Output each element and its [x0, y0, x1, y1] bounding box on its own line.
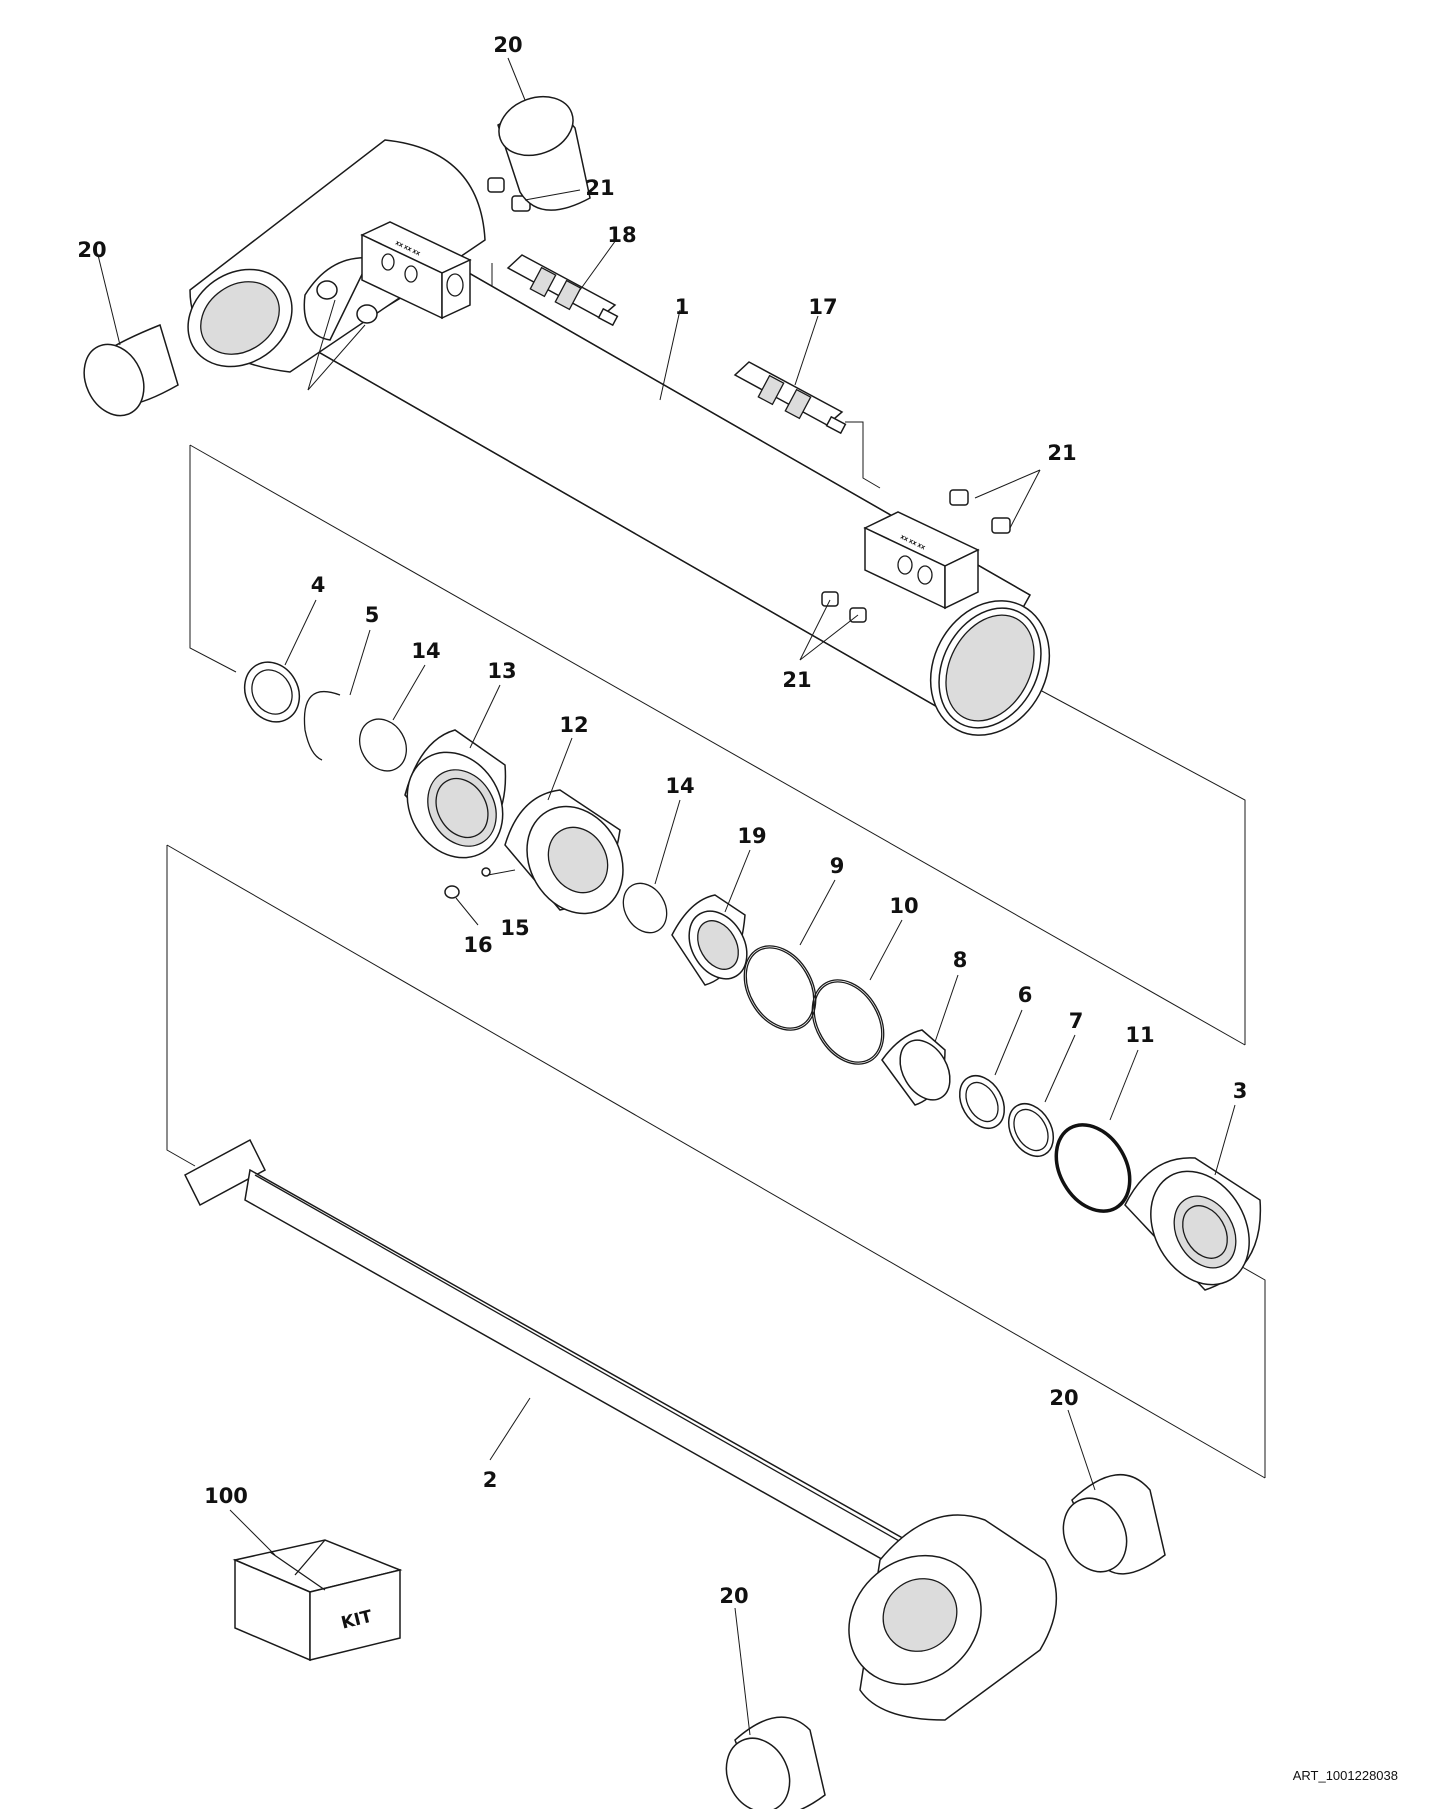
callout-20-top: 20 [493, 33, 522, 57]
cartridge-valve-18 [506, 254, 619, 327]
callout-6: 6 [1018, 983, 1033, 1007]
barrel-end-cap [929, 600, 1051, 736]
backup-ring-7 [1007, 1103, 1055, 1157]
fitting-21-e [949, 489, 969, 506]
wiper-6 [958, 1075, 1006, 1129]
fitting-21-a [487, 177, 505, 193]
callout-19: 19 [737, 824, 766, 848]
drawing-reference: ART_1001228038 [1293, 1768, 1398, 1783]
ring-5 [303, 690, 341, 761]
callout-13: 13 [487, 659, 516, 683]
o-ring-14-b [622, 882, 668, 934]
fitting-21-d [316, 280, 338, 300]
pin-bushing-top [497, 95, 591, 211]
callout-labels: 20 21 18 20 1 17 21 21 4 5 14 13 12 14 1… [77, 33, 1247, 1608]
callout-10: 10 [889, 894, 918, 918]
lower-valve-block: XX XX XX [863, 511, 980, 610]
o-ring-11 [1054, 1123, 1132, 1213]
bushing-8 [881, 1029, 951, 1106]
callout-100: 100 [204, 1484, 248, 1508]
callout-7: 7 [1069, 1009, 1084, 1033]
barrel-tube [187, 139, 1051, 736]
o-ring-14-a [358, 718, 408, 772]
kit-box: KIT [232, 1539, 403, 1662]
callout-14-a: 14 [411, 639, 440, 663]
piston-13 [404, 729, 507, 859]
callout-20-lower-left: 20 [719, 1584, 748, 1608]
callout-11: 11 [1125, 1023, 1154, 1047]
barrel-base-cylinder [187, 139, 486, 373]
cartridge-valve-17 [733, 361, 847, 435]
callout-20-lower-right: 20 [1049, 1386, 1078, 1410]
callout-3: 3 [1233, 1079, 1248, 1103]
seal-4 [243, 661, 301, 723]
ball-15 [481, 867, 491, 877]
callout-8: 8 [953, 948, 968, 972]
callout-20-left: 20 [77, 238, 106, 262]
o-ring-10 [811, 979, 885, 1065]
callout-18: 18 [607, 223, 636, 247]
callout-1: 1 [675, 295, 690, 319]
pin-bushing-lower-left [725, 1716, 826, 1809]
pin-bushing-lower-right [1062, 1473, 1166, 1575]
callout-2: 2 [483, 1468, 498, 1492]
callout-9: 9 [830, 854, 845, 878]
fitting-21-c [356, 304, 378, 324]
gland-3 [1124, 1157, 1262, 1291]
callout-15: 15 [500, 916, 529, 940]
callout-21-top: 21 [585, 176, 614, 200]
callout-21-right-top: 21 [1047, 441, 1076, 465]
upper-valve-block: XX XX XX [360, 221, 472, 320]
callout-16: 16 [463, 933, 492, 957]
leader-lines [97, 57, 1236, 1736]
set-screw-16 [444, 885, 460, 899]
callout-4: 4 [311, 573, 326, 597]
callout-12: 12 [559, 713, 588, 737]
callout-21-right-bottom: 21 [782, 668, 811, 692]
callout-17: 17 [808, 295, 837, 319]
piston-rod [184, 1138, 1058, 1721]
fitting-21-f [991, 517, 1011, 534]
callout-14-b: 14 [665, 774, 694, 798]
callout-5: 5 [365, 603, 380, 627]
fitting-21-g [821, 591, 839, 607]
wear-ring-19 [671, 894, 748, 986]
piston-12 [504, 789, 624, 915]
seal-9 [743, 945, 817, 1031]
pin-bushing-left [83, 323, 179, 417]
